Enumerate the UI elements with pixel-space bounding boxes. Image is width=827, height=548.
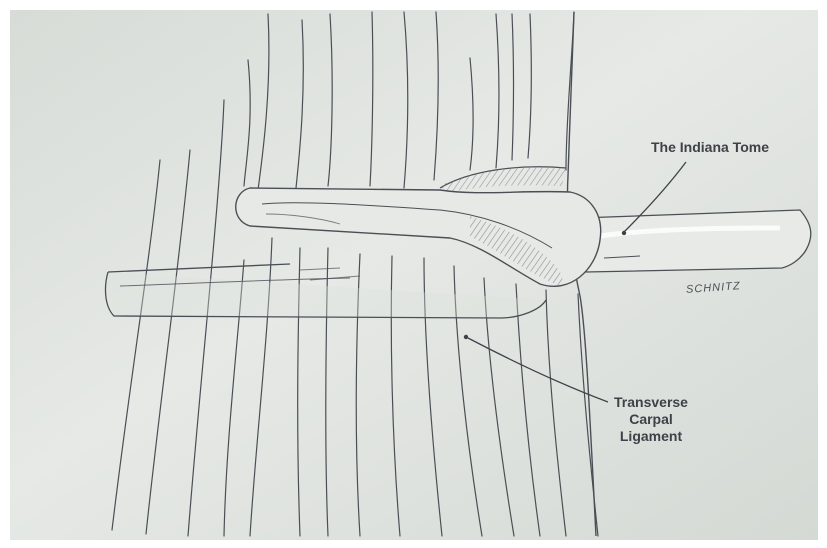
- instrument-shaft: [579, 210, 811, 272]
- label-indiana-tome: The Indiana Tome: [600, 139, 820, 156]
- label-ligament-line3: Ligament: [576, 428, 726, 445]
- label-ligament-line1: Transverse: [576, 394, 726, 411]
- label-transverse-carpal-ligament: Transverse Carpal Ligament: [576, 394, 726, 445]
- label-ligament-line2: Carpal: [576, 411, 726, 428]
